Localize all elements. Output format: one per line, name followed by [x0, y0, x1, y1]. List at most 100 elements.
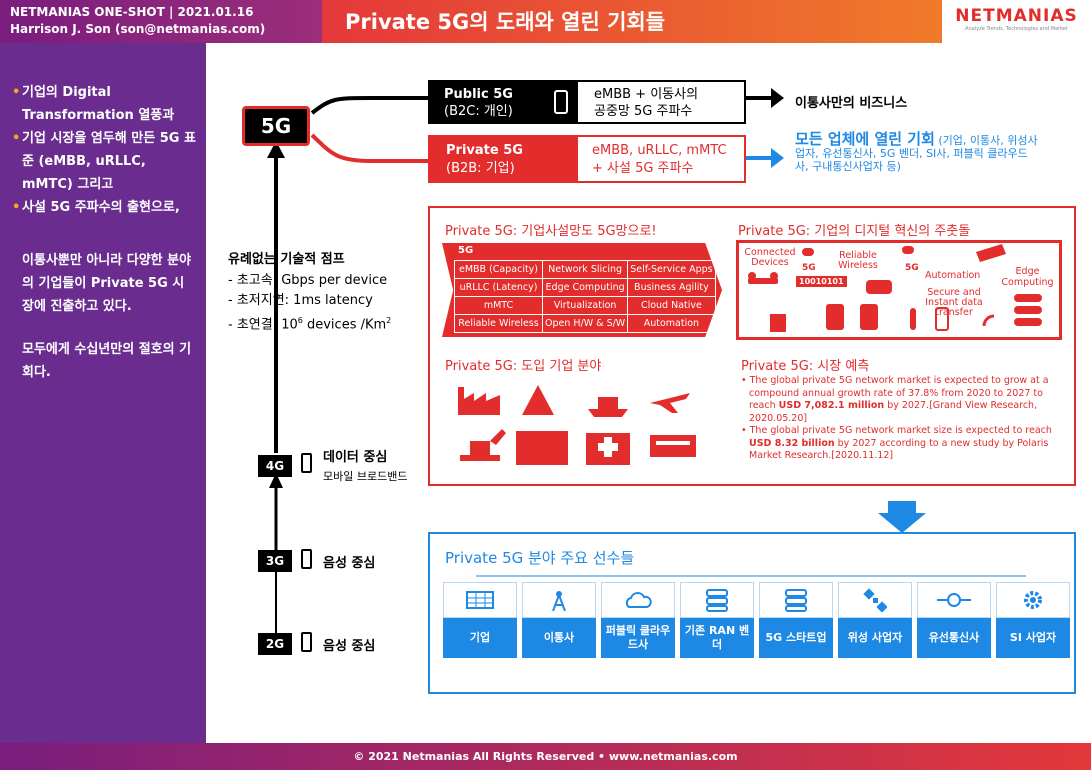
phone-icon: [301, 549, 312, 569]
private5g-title: Private 5G: [446, 143, 523, 158]
public5g-result: 이통사만의 비즈니스: [795, 96, 908, 111]
gen-3g-box: 3G: [258, 550, 292, 572]
player-label: 5G 스타트업: [759, 618, 833, 658]
satellite-icon: [838, 582, 912, 618]
players-title: Private 5G 분야 주요 선수들: [445, 549, 635, 567]
table-row: Reliable Wireless Open H/W & S/W Automat…: [454, 314, 716, 333]
header-brand: NETMANIAS ONE-SHOT | 2021.01.16 Harrison…: [0, 0, 322, 43]
industries-title: Private 5G: 도입 기업 분야: [445, 359, 602, 374]
sidebar-bullet: 기업의 Digital Transformation 열풍과: [12, 81, 196, 127]
timeline-connectors: [267, 88, 1026, 643]
table-cell: Self-Service Apps: [627, 260, 716, 279]
factory-icon: [458, 387, 500, 415]
network-5g-label: 5G: [458, 245, 474, 256]
gen-4g-label: 데이터 중심: [323, 450, 388, 465]
table-row: mMTC Virtualization Cloud Native: [454, 296, 716, 315]
private5g-result: 모든 업체에 열린 기회 (기업, 이통사, 위성사업자, 유선통신사, 5G …: [795, 130, 1040, 174]
forecast-item: • The global private 5G network market s…: [741, 425, 1052, 461]
header-banner: [322, 0, 942, 43]
private5g-desc-line: eMBB, uRLLC, mMTC: [592, 143, 727, 158]
logo-subtitle: Analyze Trends, Technologies and Market: [965, 26, 1068, 32]
public5g-box: Public 5G (B2C: 개인) eMBB + 이동사의 공중망 5G 주…: [428, 80, 746, 124]
public5g-title: Public 5G: [444, 87, 513, 102]
table-cell: Business Agility: [627, 278, 716, 297]
player-card[interactable]: 위성 사업자: [838, 582, 912, 658]
gear-icon: [996, 582, 1070, 618]
public5g-sub: (B2C: 개인): [444, 104, 513, 119]
forecast-list: • The global private 5G network market i…: [741, 375, 1061, 463]
table-row: eMBB (Capacity) Network Slicing Self-Ser…: [454, 260, 716, 279]
sensor-icon: [910, 308, 916, 330]
oil-rig-icon: [522, 385, 554, 415]
private5g-sub: (B2B: 기업): [446, 161, 515, 176]
vr-headset-icon: [866, 280, 892, 294]
private5g-box: Private 5G (B2B: 기업) eMBB, uRLLC, mMTC +…: [428, 135, 746, 183]
antenna-icon: [522, 582, 596, 618]
innovation-icons: [748, 244, 1042, 332]
player-label: 위성 사업자: [838, 618, 912, 658]
innovation-box: [736, 240, 1062, 340]
gen-2g-box: 2G: [258, 633, 292, 655]
table-cell: mMTC: [454, 296, 543, 315]
leap-item: - 초연결: 106 devices /Km2: [228, 316, 392, 333]
players-panel: [428, 532, 1076, 694]
server-icon: [1014, 318, 1042, 326]
table-cell: Virtualization: [541, 296, 629, 315]
innovation-edge: Edge Computing: [1001, 266, 1054, 288]
player-card[interactable]: 퍼블릭 클라우드사: [601, 582, 675, 658]
network-feature-table: eMBB (Capacity) Network Slicing Self-Ser…: [454, 260, 716, 333]
table-row: uRLLC (Latency) Edge Computing Business …: [454, 278, 716, 297]
forecast-item: • The global private 5G network market i…: [741, 375, 1049, 424]
innovation-connected: Connected Devices: [744, 247, 796, 268]
player-card[interactable]: SI 사업자: [996, 582, 1070, 658]
table-cell: Cloud Native: [627, 296, 716, 315]
server-rack-icon: [680, 582, 754, 618]
train-icon: [650, 435, 696, 457]
table-cell: Edge Computing: [541, 278, 629, 297]
airplane-icon: [650, 393, 690, 413]
player-card[interactable]: 5G 스타트업: [759, 582, 833, 658]
private5g-desc-line: + 사설 5G 주파수: [592, 161, 694, 176]
gen-4g-sublabel: 모바일 브로드밴드: [323, 470, 408, 483]
drone-rotor-icon: [748, 272, 756, 280]
table-cell: Reliable Wireless: [454, 314, 543, 333]
player-card[interactable]: 기업: [443, 582, 517, 658]
phone-icon: [301, 632, 312, 652]
wifi-icon: [802, 248, 814, 256]
brand-line: NETMANIAS ONE-SHOT | 2021.01.16: [10, 5, 254, 19]
industry-icons: [458, 385, 696, 465]
innovation-title: Private 5G: 기업의 디지털 혁신의 주춧돌: [738, 224, 971, 239]
player-card[interactable]: 유선통신사: [917, 582, 991, 658]
public5g-desc-line: 공중망 5G 주파수: [594, 104, 693, 119]
player-card[interactable]: 기존 RAN 벤더: [680, 582, 754, 658]
building-grid-icon: [443, 582, 517, 618]
table-cell: Network Slicing: [541, 260, 629, 279]
drone-icon: [748, 278, 778, 284]
private5g-result-main: 모든 업체에 열린 기회: [795, 130, 935, 148]
phone-icon: [935, 307, 949, 331]
player-card[interactable]: 이통사: [522, 582, 596, 658]
gen-2g-label: 음성 중심: [323, 639, 376, 654]
player-label: SI 사업자: [996, 618, 1070, 658]
excavator-icon: [460, 429, 506, 461]
innovation-automation: Automation: [925, 270, 981, 281]
innovation-secure: Secure and Instant data transfer: [925, 287, 983, 318]
leap-item: - 초고속: Gbps per device: [228, 273, 388, 288]
private5g-result-sub: (기업, 이통사, 위성사업자, 유선통신사, 5G 벤더, SI사, 퍼블릭 …: [795, 134, 1038, 173]
phone-icon: [301, 453, 312, 473]
server-stack-icon: [759, 582, 833, 618]
leap-title: 유례없는 기술적 점프: [228, 252, 345, 267]
ship-icon: [588, 397, 628, 417]
forecast-title: Private 5G: 시장 예측: [741, 359, 870, 374]
public5g-desc: eMBB + 이동사의 공중망 5G 주파수: [578, 82, 714, 122]
leap-item: - 초저지연: 1ms latency: [228, 293, 373, 308]
table-cell: Open H/W & S/W: [541, 314, 629, 333]
player-label: 이통사: [522, 618, 596, 658]
wifi-icon: [902, 246, 914, 254]
netmanias-logo[interactable]: NETMANIAS Analyze Trends, Technologies a…: [942, 0, 1091, 43]
network-title: Private 5G: 기업사설망도 5G망으로!: [445, 224, 657, 239]
page-title: Private 5G의 도래와 열린 기회들: [345, 10, 666, 34]
sidebar-bullet: 기업 시장을 염두해 만든 5G 표준 (eMBB, uRLLC, mMTC) …: [12, 127, 196, 196]
private5g-header: Private 5G (B2B: 기업): [430, 137, 578, 181]
public5g-header: Public 5G (B2C: 개인): [430, 82, 578, 122]
